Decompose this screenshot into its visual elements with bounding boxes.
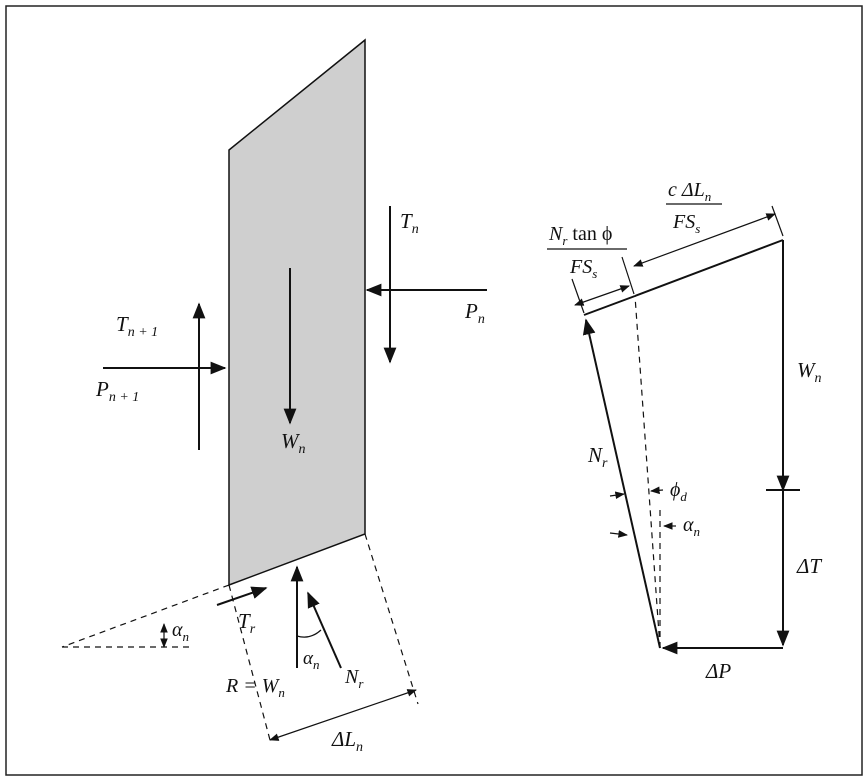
phi-d-label: ϕd [670, 479, 687, 504]
poly-n-r-label: Nr [587, 443, 608, 471]
base-extension-line [61, 584, 230, 648]
nr-tan-den: FSs [569, 256, 597, 281]
poly-top-ext-right [771, 205, 784, 237]
poly-top-long [634, 239, 784, 297]
poly-top-ext-left [621, 256, 635, 295]
delta-t-label: ΔT [796, 554, 822, 578]
poly-top-dimension [633, 213, 776, 267]
c-dl-num: c ΔLn [668, 179, 711, 204]
n-r-arrow [307, 591, 342, 669]
poly-left-dimension [574, 285, 630, 306]
c-dl-den: FSs [672, 211, 700, 236]
t-n-label: Tn [400, 209, 419, 237]
figure-border [5, 5, 863, 776]
poly-left-ext [571, 278, 585, 314]
n-r-label: Nr [344, 666, 364, 691]
nr-tan-num: Nr tan ϕ [548, 223, 612, 248]
t-r-label: Tr [238, 609, 256, 637]
soil-slice [228, 38, 366, 587]
alpha-n-label-left: αn [172, 619, 189, 644]
delta-p-label: ΔP [705, 659, 731, 683]
poly-alpha-arrow-left [609, 530, 628, 538]
dl-projection-left [228, 584, 271, 741]
p-n-label: Pn [464, 299, 485, 327]
alpha-angle-arc [296, 629, 322, 638]
poly-w-n-label: Wn [797, 358, 822, 386]
t-r-arrow [216, 586, 268, 606]
t-n1-label: Tn + 1 [116, 312, 158, 340]
poly-dashed-phi [634, 295, 661, 649]
w-n-label: Wn [281, 429, 306, 457]
poly-n-r-arrow [582, 318, 661, 649]
alpha-n-label-center: αn [303, 648, 319, 672]
phi-d-arrow-left [609, 491, 625, 500]
r-eq-label: R = Wn [225, 675, 285, 700]
poly-alpha-label: αn [683, 514, 700, 539]
dl-projection-right [364, 533, 419, 705]
delta-l-dimension [269, 689, 417, 741]
delta-l-label: ΔLn [331, 727, 363, 755]
p-n1-label: Pn + 1 [95, 377, 139, 405]
phi-d-arrow-right [650, 486, 664, 495]
